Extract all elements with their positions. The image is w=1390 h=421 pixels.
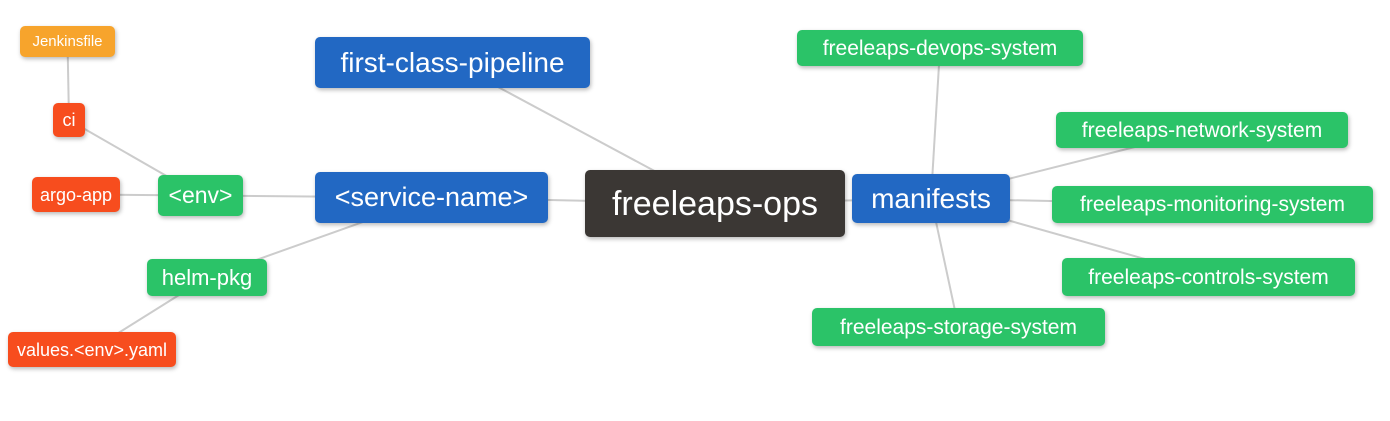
node-freeleaps-storage-system[interactable]: freeleaps-storage-system — [812, 308, 1105, 346]
node-freeleaps-controls-system[interactable]: freeleaps-controls-system — [1062, 258, 1355, 296]
node-manifests[interactable]: manifests — [852, 174, 1010, 223]
node-first-class-pipeline[interactable]: first-class-pipeline — [315, 37, 590, 88]
node-jenkinsfile[interactable]: Jenkinsfile — [20, 26, 115, 57]
node-argo-app[interactable]: argo-app — [32, 177, 120, 212]
node-freeleaps-devops-system[interactable]: freeleaps-devops-system — [797, 30, 1083, 66]
edge-manifests-freeleaps-devops-system — [930, 47, 941, 199]
node-freeleaps-network-system[interactable]: freeleaps-network-system — [1056, 112, 1348, 148]
node-values-env-yaml[interactable]: values.<env>.yaml — [8, 332, 176, 367]
node-freeleaps-ops[interactable]: freeleaps-ops — [585, 170, 845, 237]
node-env[interactable]: <env> — [158, 175, 243, 216]
node-ci[interactable]: ci — [53, 103, 85, 137]
node-freeleaps-monitoring-system[interactable]: freeleaps-monitoring-system — [1052, 186, 1373, 223]
node-service-name[interactable]: <service-name> — [315, 172, 548, 223]
node-helm-pkg[interactable]: helm-pkg — [147, 259, 267, 296]
